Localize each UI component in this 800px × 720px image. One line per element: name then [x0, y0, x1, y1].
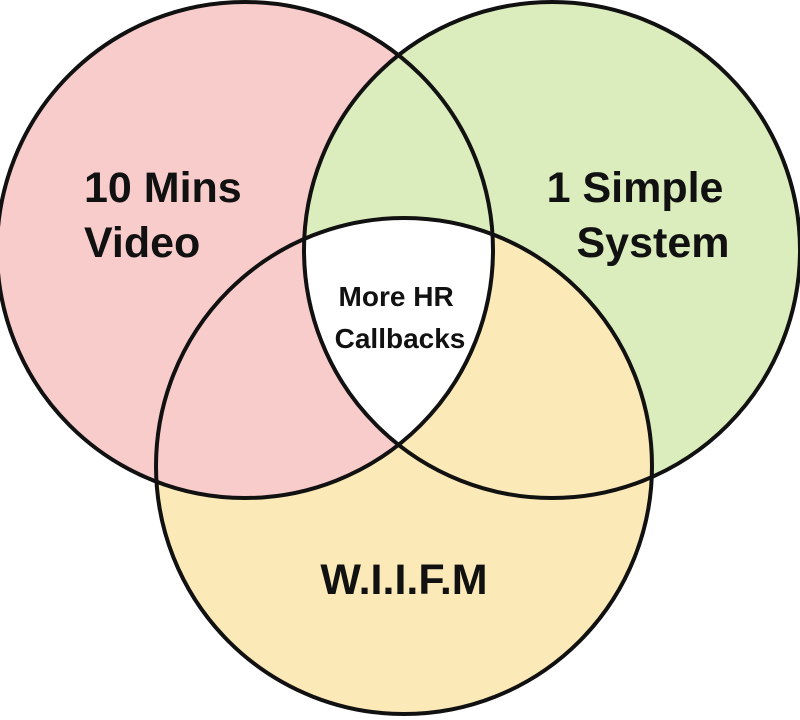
label-center-line-1: More HR: [339, 281, 454, 312]
label-green-line-2: System: [577, 219, 730, 267]
label-yellow: W.I.I.F.M: [320, 556, 487, 604]
label-green: 1 Simple System: [547, 164, 736, 267]
set-red-outline: [0, 0, 495, 500]
label-center-line-2: Callbacks: [335, 323, 466, 354]
label-green-line-1: 1 Simple: [547, 164, 724, 212]
set-green-outline: [302, 0, 800, 500]
label-red-line-2: Video: [84, 219, 200, 267]
label-red-line-1: 10 Mins: [84, 164, 242, 212]
label-red: 10 Mins Video: [84, 164, 254, 267]
label-center: More HR Callbacks: [335, 281, 466, 354]
set-yellow-outline: [154, 216, 654, 716]
